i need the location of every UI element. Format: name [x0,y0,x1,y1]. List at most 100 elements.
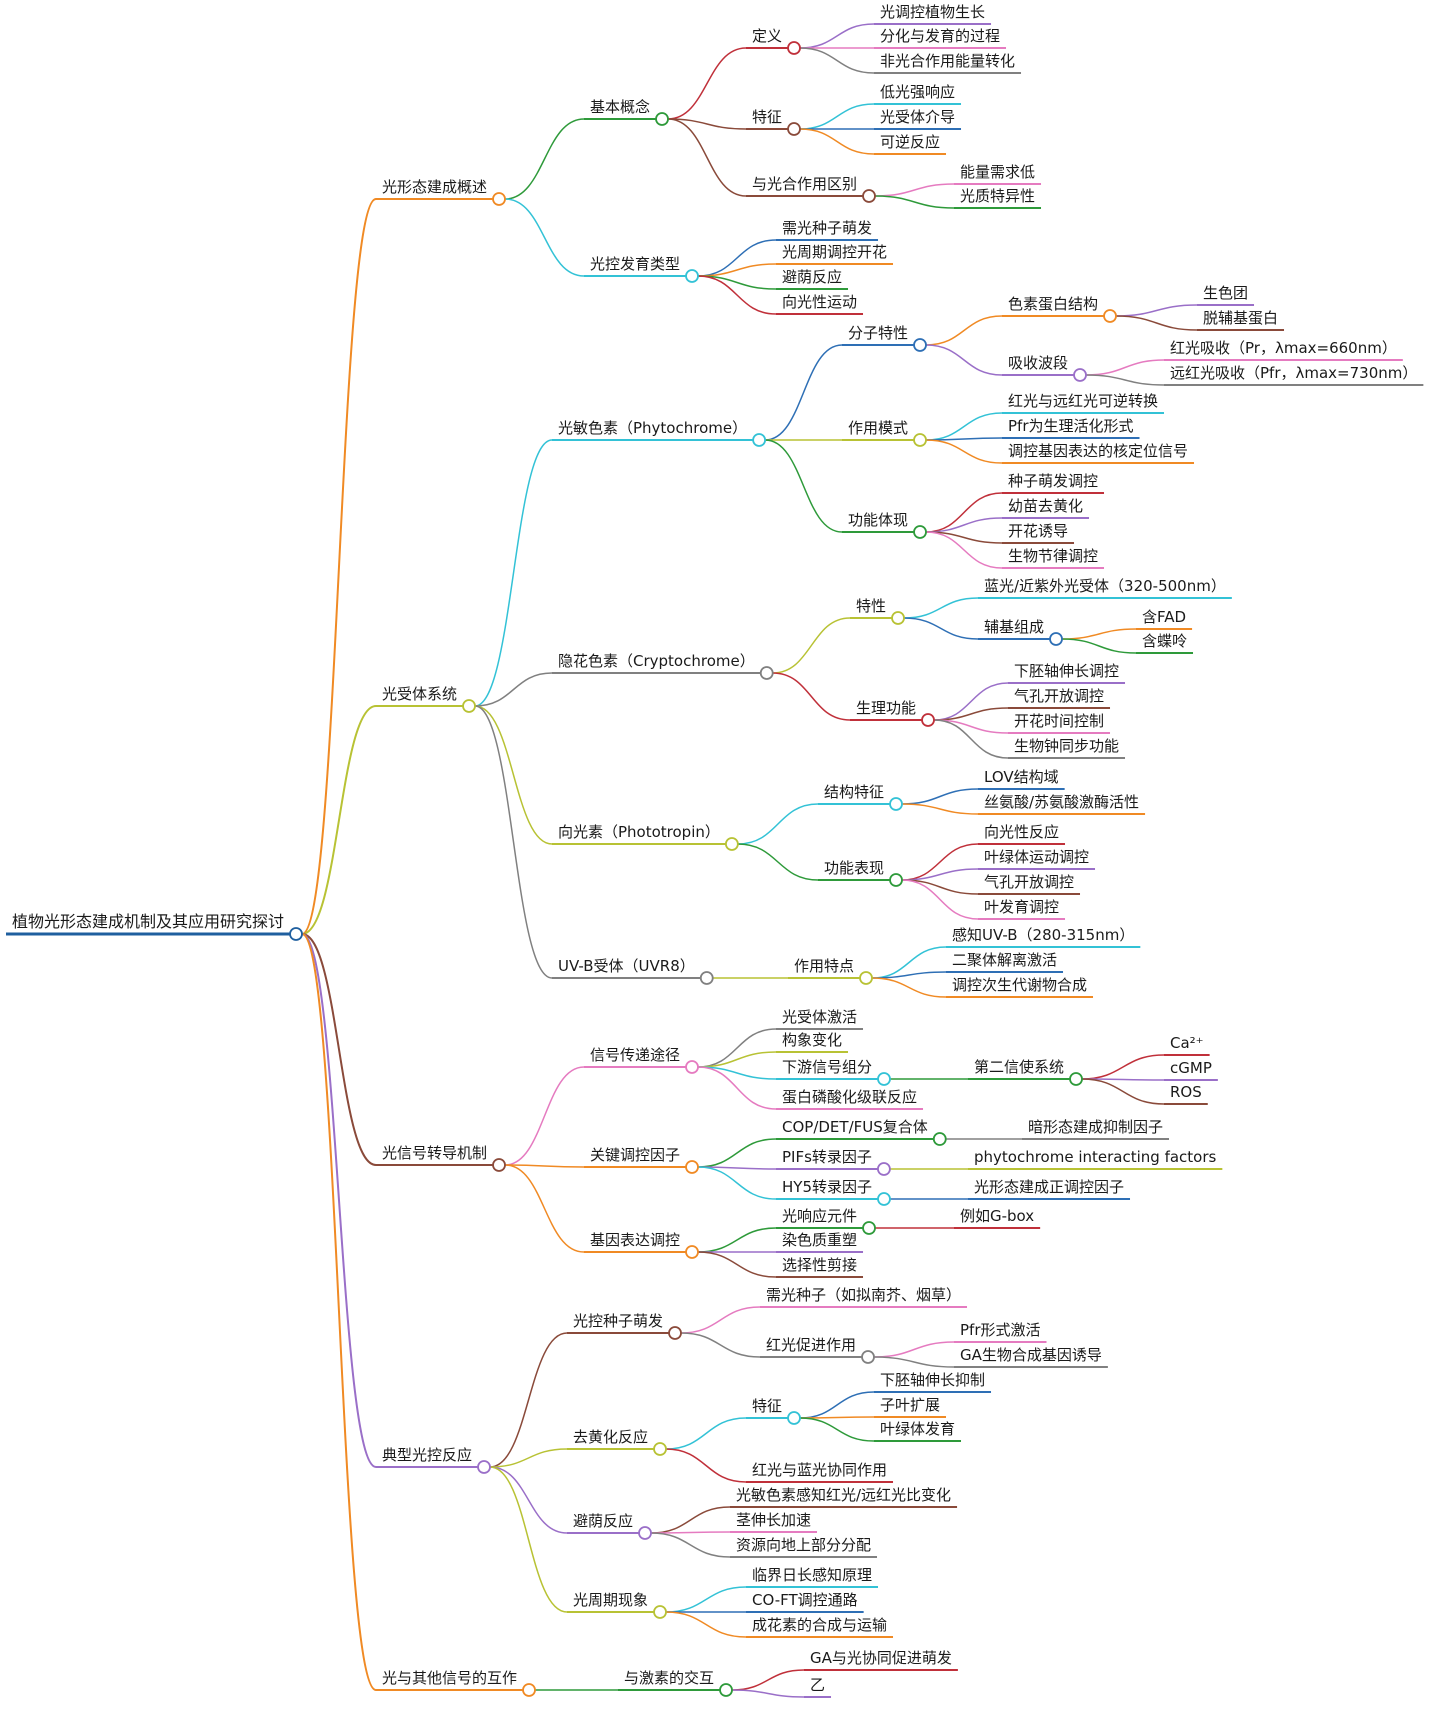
node-toggle[interactable] [462,699,476,713]
node-b2-0-3[interactable]: 蛋白磷酸化级联反应 [776,1088,924,1110]
node-b2-0-2-0-2[interactable]: ROS [1164,1083,1208,1105]
node-toggle[interactable] [889,873,903,887]
node-b3-3-1[interactable]: CO-FT调控通路 [746,1591,864,1613]
node-toggle[interactable] [787,41,801,55]
node-toggle[interactable] [522,1683,536,1697]
node-b0-0-1-0[interactable]: 低光强响应 [874,83,962,105]
node-toggle[interactable] [862,1221,876,1235]
node-b2-0-0[interactable]: 光受体激活 [776,1008,864,1030]
node-toggle[interactable] [719,1683,733,1697]
node-b2-0-2-0-0[interactable]: Ca²⁺ [1164,1034,1210,1056]
node-toggle[interactable] [289,927,303,941]
node-b1-3[interactable]: UV-B受体（UVR8） [552,957,714,985]
node-b0-0-2-0[interactable]: 能量需求低 [954,163,1042,185]
node-b2-1-2[interactable]: HY5转录因子 [776,1178,891,1206]
node-b0-0-0-1[interactable]: 分化与发育的过程 [874,27,1007,49]
node-b1-2-1-2[interactable]: 气孔开放调控 [978,873,1081,895]
node-r[interactable]: 植物光形态建成机制及其应用研究探讨 [6,912,303,941]
node-b2-2-2[interactable]: 选择性剪接 [776,1256,864,1278]
node-b2-1[interactable]: 关键调控因子 [584,1146,699,1174]
node-toggle[interactable] [685,1245,699,1259]
node-toggle[interactable] [492,192,506,206]
node-b2-1-1-0[interactable]: phytochrome interacting factors [968,1148,1223,1170]
node-b1-3-0-1[interactable]: 二聚体解离激活 [946,951,1064,973]
node-b1-2-1-0[interactable]: 向光性反应 [978,823,1066,845]
node-b3-1-0-0[interactable]: 下胚轴伸长抑制 [874,1371,992,1393]
node-toggle[interactable] [724,837,739,851]
node-toggle[interactable] [913,433,927,447]
node-b1-1-1-0[interactable]: 下胚轴伸长调控 [1008,662,1126,684]
node-b0-0-0-2[interactable]: 非光合作用能量转化 [874,52,1022,74]
node-b1-1[interactable]: 隐花色素（Cryptochrome） [552,652,774,680]
node-toggle[interactable] [787,1411,801,1425]
node-b4[interactable]: 光与其他信号的互作 [376,1669,536,1697]
node-b3[interactable]: 典型光控反应 [376,1446,491,1474]
node-b2-0[interactable]: 信号传递途径 [584,1046,699,1074]
node-toggle[interactable] [699,971,714,985]
node-b1-1-1[interactable]: 生理功能 [850,699,935,727]
node-b2-1-0-0[interactable]: 暗形态建成抑制因子 [1022,1118,1170,1140]
node-b1-1-1-2[interactable]: 开花时间控制 [1008,712,1111,734]
node-b0-0-1-2[interactable]: 可逆反应 [874,133,947,155]
node-b2-0-2-0[interactable]: 第二信使系统 [968,1058,1083,1086]
node-toggle[interactable] [877,1192,891,1206]
node-b1-2-0-1[interactable]: 丝氨酸/苏氨酸激酶活性 [978,793,1146,815]
node-b2[interactable]: 光信号转导机制 [376,1144,506,1172]
node-toggle[interactable] [859,971,873,985]
node-b2-1-1[interactable]: PIFs转录因子 [776,1148,891,1176]
node-b3-3[interactable]: 光周期现象 [567,1591,667,1619]
node-b3-2[interactable]: 避荫反应 [567,1512,652,1540]
node-b1-1-0-1-1[interactable]: 含蝶呤 [1136,632,1194,654]
node-b1[interactable]: 光受体系统 [376,685,476,713]
node-toggle[interactable] [913,338,927,352]
node-b1-1-0[interactable]: 特性 [850,597,905,625]
node-b1-0-1-1[interactable]: Pfr为生理活化形式 [1002,417,1140,439]
node-b1-1-0-0[interactable]: 蓝光/近紫外光受体（320-500nm） [978,577,1232,599]
node-b1-1-0-1-0[interactable]: 含FAD [1136,608,1193,630]
node-b3-0-0[interactable]: 需光种子（如拟南芥、烟草） [760,1286,968,1308]
node-b2-2-0[interactable]: 光响应元件 [776,1207,876,1235]
node-b1-0-0-0-1[interactable]: 脱辅基蛋白 [1197,309,1285,331]
node-b3-2-0[interactable]: 光敏色素感知红光/远红光比变化 [730,1486,958,1508]
node-b2-2-0-0[interactable]: 例如G-box [954,1207,1041,1229]
node-toggle[interactable] [1073,368,1087,382]
node-b1-2-1-3[interactable]: 叶发育调控 [978,898,1066,920]
node-b1-0-2-0[interactable]: 种子萌发调控 [1002,472,1105,494]
node-b3-2-2[interactable]: 资源向地上部分分配 [730,1536,878,1558]
node-b3-1-0[interactable]: 特征 [746,1397,801,1425]
node-b3-3-0[interactable]: 临界日长感知原理 [746,1566,879,1588]
node-toggle[interactable] [877,1072,891,1086]
node-toggle[interactable] [861,1350,875,1364]
node-b1-0-0-1-1[interactable]: 远红光吸收（Pfr，λmax=730nm） [1164,364,1424,386]
node-b2-0-1[interactable]: 构象变化 [776,1031,849,1053]
node-b1-3-0-2[interactable]: 调控次生代谢物合成 [946,976,1094,998]
node-b3-0[interactable]: 光控种子萌发 [567,1312,682,1340]
node-b0-1-1[interactable]: 光周期调控开花 [776,243,894,265]
node-toggle[interactable] [653,1605,667,1619]
node-b1-0-1-0[interactable]: 红光与远红光可逆转换 [1002,392,1165,414]
node-b1-2-0-0[interactable]: LOV结构域 [978,768,1065,790]
node-b1-1-0-1[interactable]: 辅基组成 [978,618,1063,646]
node-toggle[interactable] [891,611,905,625]
node-b0-0-0-0[interactable]: 光调控植物生长 [874,3,992,25]
node-b2-2-1[interactable]: 染色质重塑 [776,1231,864,1253]
node-b3-1-0-2[interactable]: 叶绿体发育 [874,1420,962,1442]
node-toggle[interactable] [1103,309,1117,323]
node-b0-0-1-1[interactable]: 光受体介导 [874,108,962,130]
node-toggle[interactable] [685,1160,699,1174]
node-b0-0-2[interactable]: 与光合作用区别 [746,175,876,203]
node-toggle[interactable] [685,1060,699,1074]
node-toggle[interactable] [913,525,927,539]
node-b1-0-0[interactable]: 分子特性 [842,324,927,352]
node-b3-0-1-0[interactable]: Pfr形式激活 [954,1321,1047,1343]
node-toggle[interactable] [492,1158,506,1172]
node-toggle[interactable] [877,1162,891,1176]
node-b1-0-2-2[interactable]: 开花诱导 [1002,522,1075,544]
node-b1-3-0[interactable]: 作用特点 [788,957,873,985]
node-toggle[interactable] [862,189,876,203]
node-b0-1-2[interactable]: 避荫反应 [776,268,849,290]
node-toggle[interactable] [932,1132,947,1146]
node-toggle[interactable] [889,797,903,811]
node-b0-0-0[interactable]: 定义 [746,27,801,55]
node-b2-1-2-0[interactable]: 光形态建成正调控因子 [968,1178,1131,1200]
